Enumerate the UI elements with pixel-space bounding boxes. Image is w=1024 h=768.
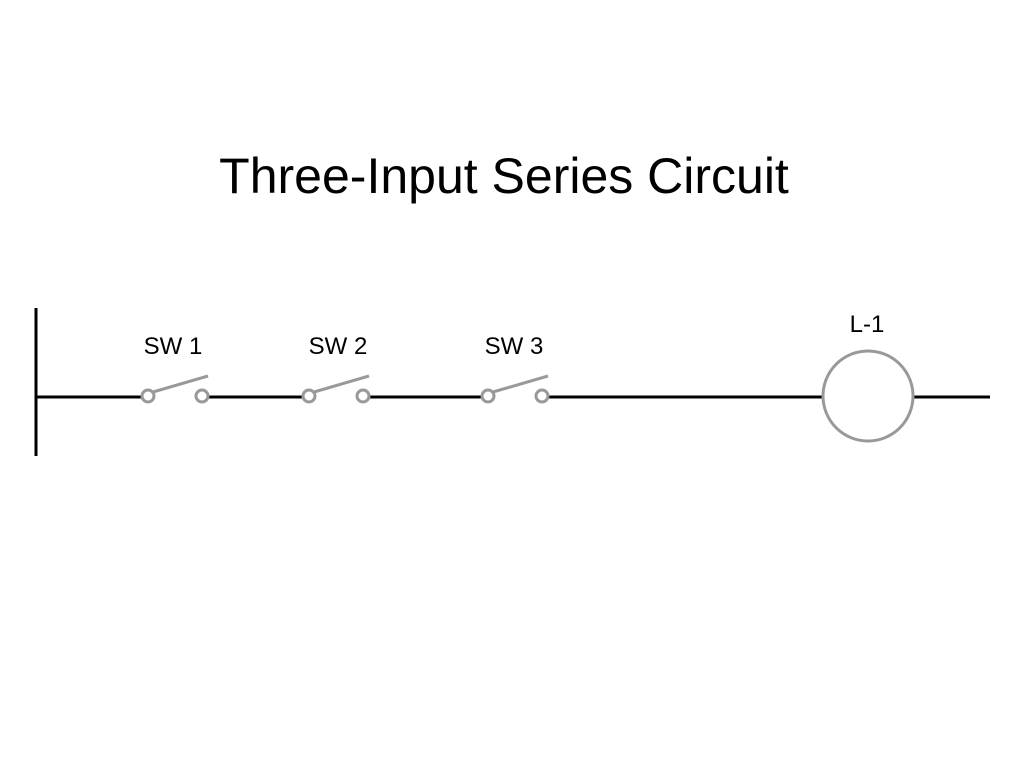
- switch-label: SW 3: [485, 333, 544, 360]
- page-title: Three-Input Series Circuit: [219, 148, 789, 204]
- switch-sw1: SW 1: [140, 333, 210, 404]
- switch-terminal: [355, 388, 371, 404]
- load-label: L-1: [850, 311, 885, 338]
- switch-label: SW 1: [144, 333, 203, 360]
- switch-terminal: [301, 388, 317, 404]
- switch-sw3: SW 3: [480, 333, 550, 404]
- load-l1: L-1: [821, 311, 915, 443]
- switch-blade: [492, 374, 549, 394]
- switch-terminal: [140, 388, 156, 404]
- switch-blade: [313, 374, 370, 394]
- switch-terminal: [534, 388, 550, 404]
- switch-label: SW 2: [309, 333, 368, 360]
- lamp-icon: [821, 349, 915, 443]
- switch-blade: [152, 374, 209, 394]
- switch-terminal: [480, 388, 496, 404]
- switch-terminal: [194, 388, 210, 404]
- switch-sw2: SW 2: [301, 333, 371, 404]
